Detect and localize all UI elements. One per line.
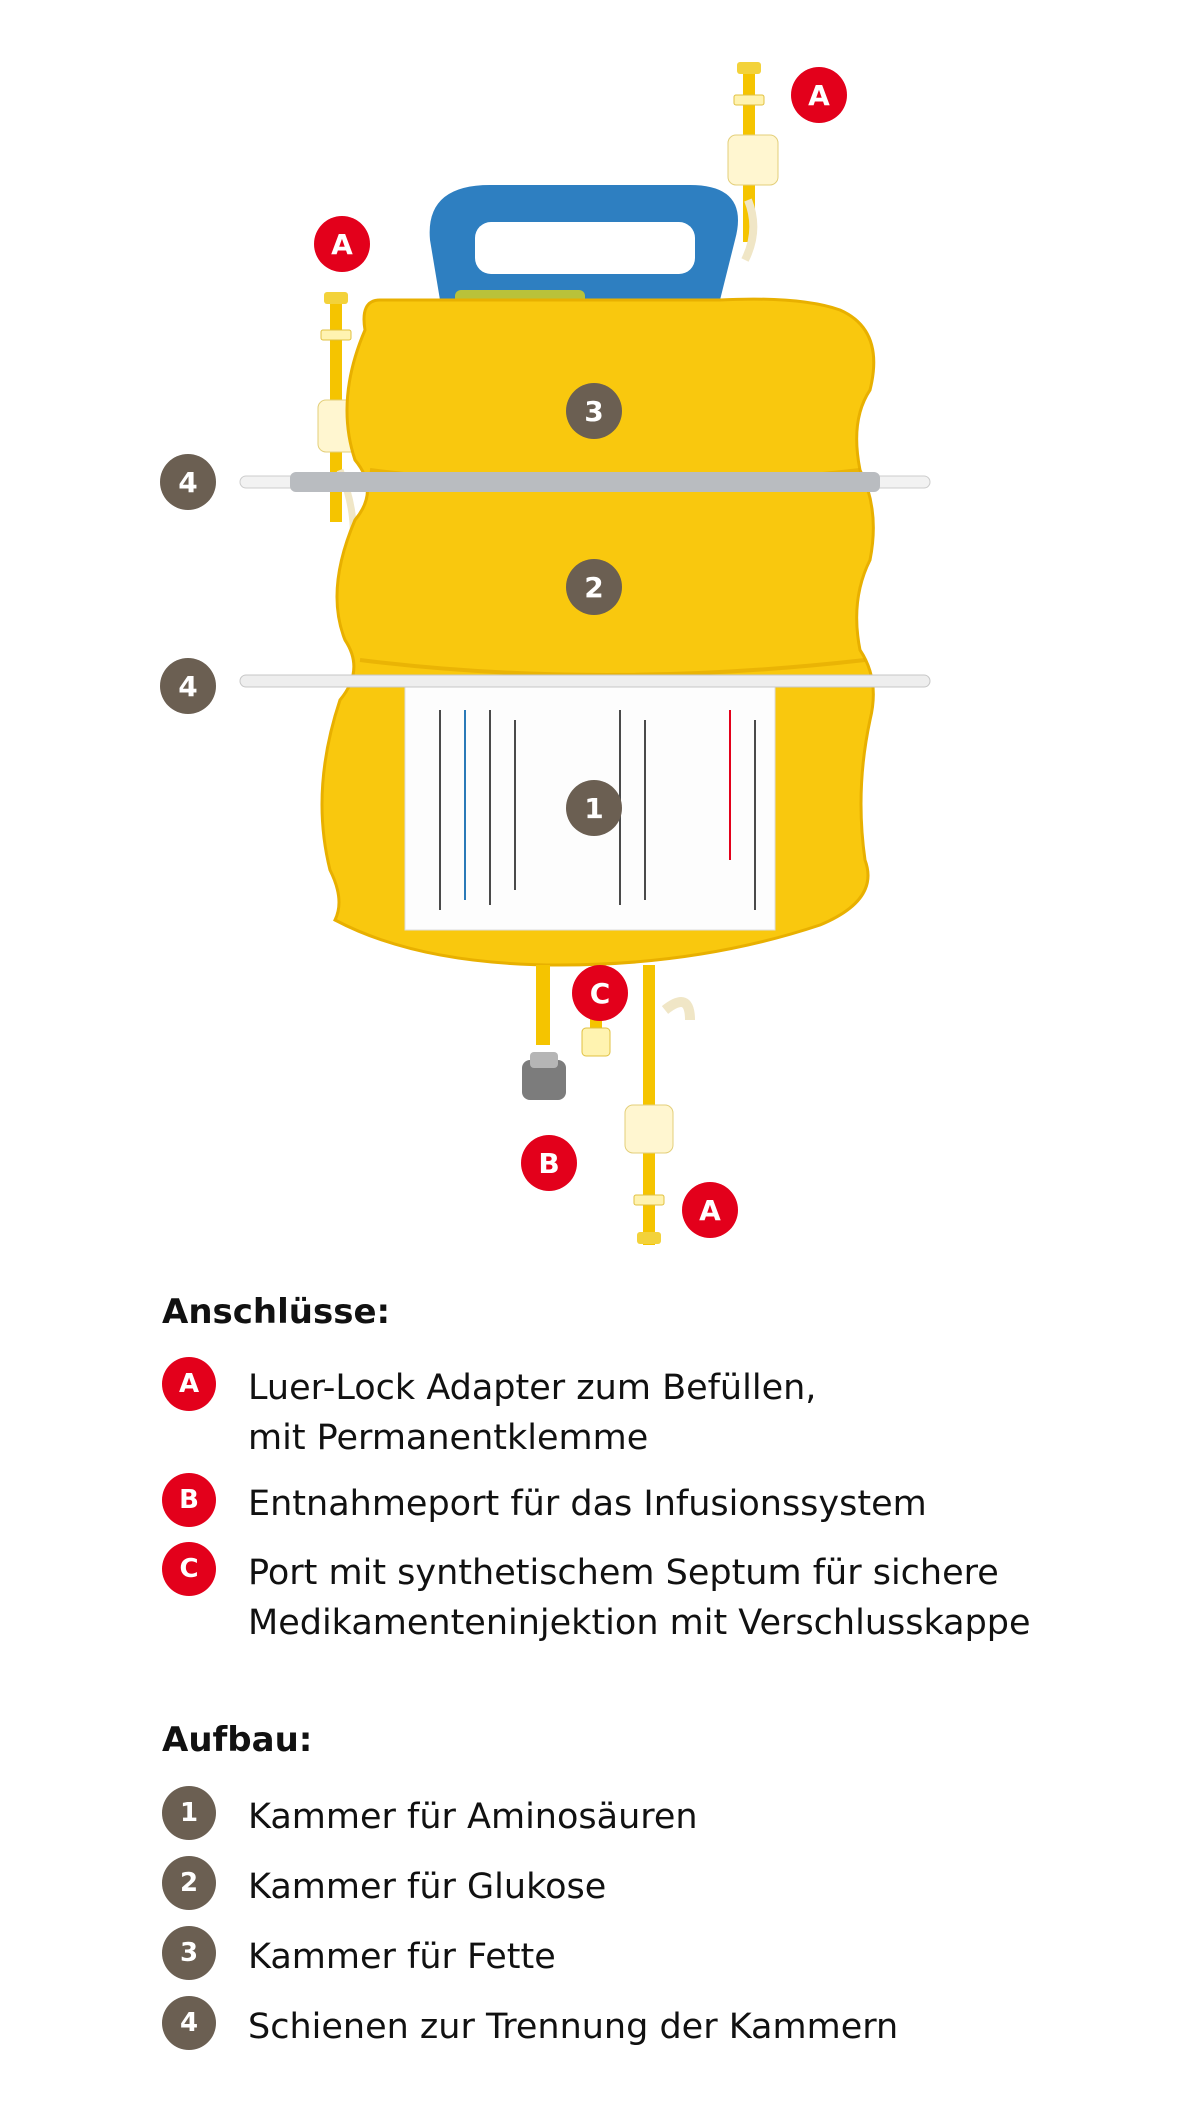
infusion-bag-drawing: [239, 62, 931, 1245]
bag-handle: [429, 185, 738, 320]
legend-marker-4: 4: [162, 1996, 216, 2050]
anschluesse-title: Anschlüsse:: [162, 1292, 391, 1332]
marker-chamber-3: 3: [566, 383, 622, 439]
aufbau-title: Aufbau:: [162, 1720, 313, 1760]
legend-text-a: Luer-Lock Adapter zum Befüllen, mit Perm…: [248, 1368, 817, 1458]
marker-a-top-right: A: [791, 67, 847, 123]
marker-a-bottom: A: [682, 1182, 738, 1238]
rail-middle: [239, 674, 931, 688]
legend-text-c: Port mit synthetischem Septum für sicher…: [248, 1553, 1031, 1643]
legend-text-1: Kammer für Aminosäuren: [248, 1797, 698, 1837]
legend-marker-b: B: [162, 1473, 216, 1527]
legend-text-2: Kammer für Glukose: [248, 1867, 607, 1907]
bottom-port-b: [522, 965, 566, 1100]
marker-rail-top: 4: [160, 454, 216, 510]
legend-marker-1: 1: [162, 1786, 216, 1840]
legend-marker-3: 3: [162, 1926, 216, 1980]
marker-chamber-2: 2: [566, 559, 622, 615]
legend-marker-a: A: [162, 1357, 216, 1411]
legend-marker-c: C: [162, 1542, 216, 1596]
marker-a-left: A: [314, 216, 370, 272]
legend-text-4: Schienen zur Trennung der Kammern: [248, 2007, 899, 2047]
marker-b: B: [521, 1135, 577, 1191]
marker-chamber-1: 1: [566, 780, 622, 836]
legend-text-b: Entnahmeport für das Infusionssystem: [248, 1484, 927, 1524]
infusion-bag-illustration: A A C B A 3 2 1 4 4: [160, 62, 931, 1245]
luer-lock-tube-top-right: [727, 62, 779, 262]
bottom-tube-a: [624, 965, 695, 1245]
rail-top: [239, 472, 931, 492]
marker-rail-middle: 4: [160, 658, 216, 714]
marker-c: C: [572, 965, 628, 1021]
legend-text-3: Kammer für Fette: [248, 1937, 556, 1977]
bag-label-sheet: [404, 684, 776, 931]
legend-marker-2: 2: [162, 1856, 216, 1910]
